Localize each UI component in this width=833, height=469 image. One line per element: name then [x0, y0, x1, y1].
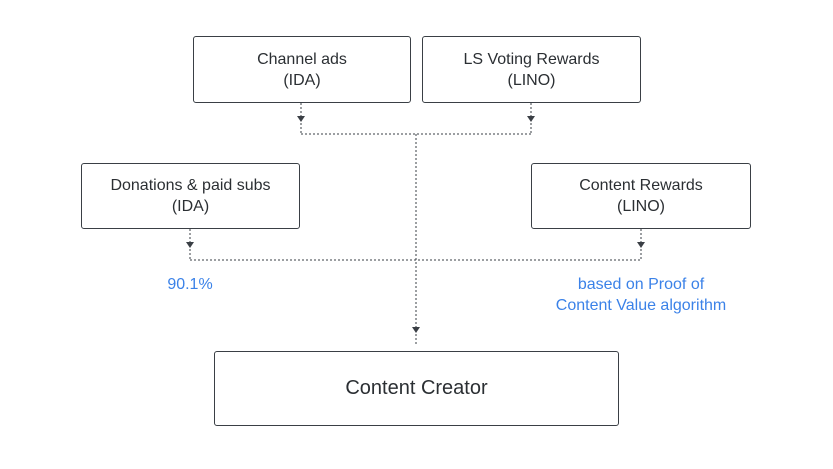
node-channel-ads: Channel ads (IDA): [193, 36, 411, 103]
node-channel-ads-title: Channel ads: [257, 50, 347, 68]
arrowhead-content-creator: [412, 327, 420, 333]
annotation-content-rewards-basis: based on Proof of Content Value algorith…: [528, 274, 754, 316]
annotation-basis-line1: based on Proof of: [577, 276, 705, 293]
node-ls-voting-rewards: LS Voting Rewards (LINO): [422, 36, 641, 103]
arrowhead-content-rewards: [637, 242, 645, 248]
node-content-rewards: Content Rewards (LINO): [531, 163, 751, 229]
arrowhead-donations: [186, 242, 194, 248]
annotation-donations-share: 90.1%: [160, 274, 220, 295]
node-donations-paid-subs: Donations & paid subs (IDA): [81, 163, 300, 229]
node-content-rewards-currency: (LINO): [617, 198, 665, 215]
annotation-donations-share-text: 90.1%: [167, 276, 213, 293]
arrowhead-ls-voting: [527, 116, 535, 122]
node-content-creator-label: Content Creator: [345, 377, 488, 399]
node-donations-title: Donations & paid subs: [110, 177, 271, 194]
node-channel-ads-currency: (IDA): [283, 71, 321, 89]
node-ls-voting-currency: (LINO): [507, 71, 556, 89]
node-donations-currency: (IDA): [171, 198, 210, 215]
annotation-basis-line2: Content Value algorithm: [555, 297, 727, 314]
node-ls-voting-title: LS Voting Rewards: [463, 50, 600, 68]
node-content-rewards-title: Content Rewards: [579, 177, 703, 194]
node-content-creator: Content Creator: [214, 351, 619, 426]
arrowhead-channel-ads: [297, 116, 305, 122]
